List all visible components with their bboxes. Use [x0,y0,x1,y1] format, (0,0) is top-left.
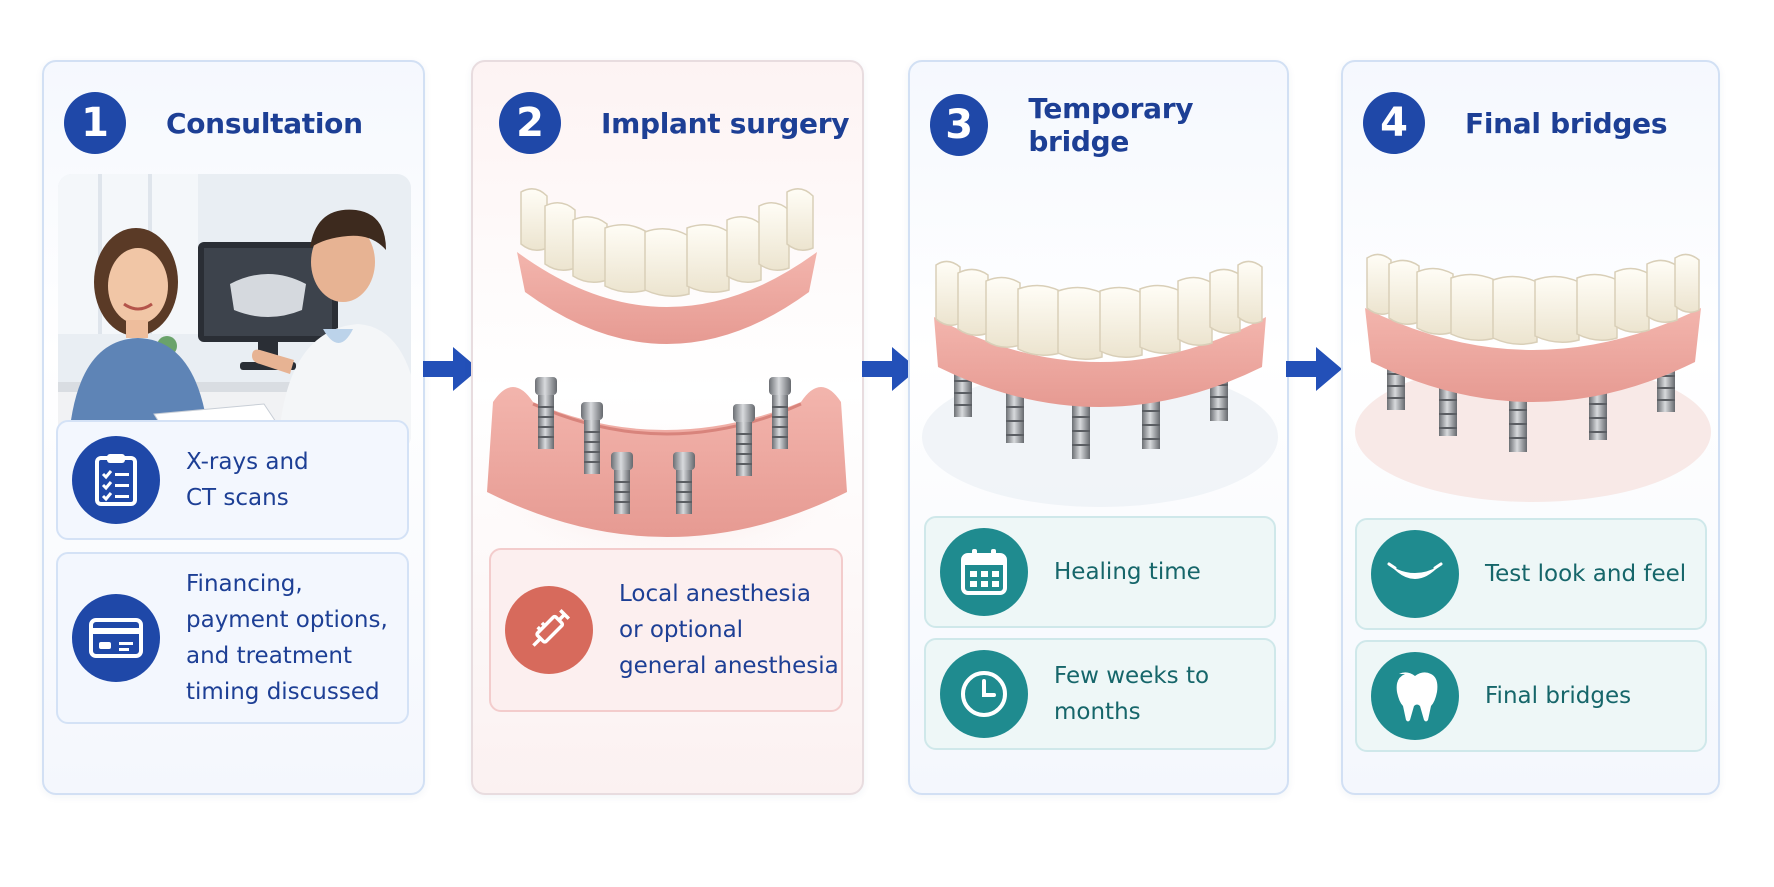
test-look-info-box: Test look and feel [1355,518,1707,630]
duration-info-box: Few weeks to months [924,638,1276,750]
xrays-text: X-rays and CT scans [186,449,309,511]
step-2-panel: 2 Implant surgery [471,60,864,795]
step-2-title: Implant surgery [601,106,850,140]
clock-icon [940,650,1028,738]
healing-time-text: Healing time [1054,559,1201,585]
step-1-number: 1 [64,92,126,154]
final-bridges-illustration [1355,253,1711,502]
step-2-number: 2 [499,92,561,154]
final-bridges-info-box: Final bridges [1355,640,1707,752]
smile-icon [1371,530,1459,618]
step-4-title: Final bridges [1465,106,1668,140]
financing-text: Financing, payment options, and treatmen… [186,571,388,705]
step-2-header: 2 Implant surgery [499,92,850,154]
arrow-right-icon [1286,347,1342,391]
implant-posts [535,377,791,514]
temporary-bridge-illustration [922,260,1278,507]
step-1-title: Consultation [166,106,363,140]
credit-card-icon [72,594,160,682]
step-4-number: 4 [1363,92,1425,154]
xrays-info-box: X-rays and CT scans [56,420,409,540]
step-3-panel: 3 Temporary bridge [908,60,1289,795]
step-4-panel: 4 Final bridges [1341,60,1720,795]
arrow-right-icon [423,347,479,391]
financing-info-box: Financing, payment options, and treatmen… [56,552,409,724]
step-3-header: 3 Temporary bridge [930,92,1287,158]
step-3-title: Temporary bridge [1028,92,1194,158]
syringe-icon [505,586,593,674]
tooth-icon [1371,652,1459,740]
healing-time-info-box: Healing time [924,516,1276,628]
step-1-panel: 1 Consultation [42,60,425,795]
step-4-header: 4 Final bridges [1363,92,1668,154]
anesthesia-text: Local anesthesia or optional general ane… [619,581,839,679]
anesthesia-info-box: Local anesthesia or optional general ane… [489,548,843,712]
clipboard-checklist-icon [72,436,160,524]
final-bridges-text: Final bridges [1485,683,1632,709]
arrow-right-icon [862,347,918,391]
test-look-text: Test look and feel [1485,561,1687,587]
consultation-photo [58,174,411,450]
step-1-header: 1 Consultation [64,92,363,154]
implant-surgery-illustration [487,188,847,562]
duration-text: Few weeks to months [1054,663,1210,725]
calendar-icon [940,528,1028,616]
step-3-number: 3 [930,94,989,156]
